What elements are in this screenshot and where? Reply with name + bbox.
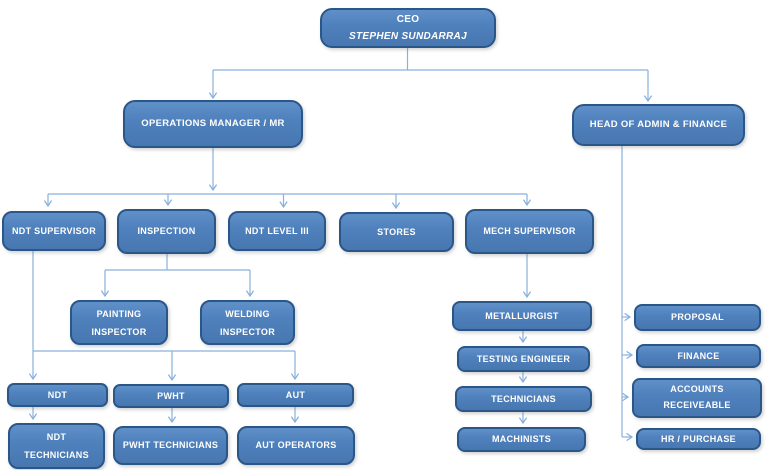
node-label: METALLURGIST	[485, 310, 559, 321]
node-label: PROPOSAL	[671, 312, 724, 323]
node-aut: AUT	[237, 383, 354, 407]
node-stores: STORES	[339, 212, 454, 252]
node-operations-manager: OPERATIONS MANAGER / MR	[123, 100, 303, 148]
node-label: PWHT	[157, 390, 185, 401]
node-aut-operators: AUT OPERATORS	[237, 426, 355, 465]
node-inspection: INSPECTION	[117, 209, 216, 254]
node-ndt-technicians: NDT TECHNICIANS	[8, 423, 105, 469]
node-label: WELDING INSPECTOR	[219, 308, 276, 337]
node-label: MECH SUPERVISOR	[483, 226, 576, 237]
node-label: NDT LEVEL III	[245, 225, 309, 236]
node-label: STORES	[377, 226, 416, 237]
node-label: ACCOUNTS RECEIVEABLE	[663, 384, 731, 410]
node-testing-engineer: TESTING ENGINEER	[457, 346, 590, 372]
node-label: FINANCE	[677, 350, 720, 361]
node-pwht-technicians: PWHT TECHNICIANS	[113, 426, 228, 465]
node-label: NDT TECHNICIANS	[24, 432, 89, 460]
node-ceo: CEO STEPHEN SUNDARRAJ	[320, 8, 496, 48]
node-label: HEAD OF ADMIN & FINANCE	[589, 119, 728, 131]
node-label: PAINTING INSPECTOR	[91, 308, 147, 337]
node-finance: FINANCE	[636, 344, 761, 368]
ceo-name: STEPHEN SUNDARRAJ	[349, 31, 467, 42]
node-ndt: NDT	[7, 383, 108, 407]
ceo-title: CEO	[396, 14, 420, 25]
node-painting-inspector: PAINTING INSPECTOR	[70, 300, 168, 345]
node-proposal: PROPOSAL	[634, 304, 761, 331]
node-accounts-receivable: ACCOUNTS RECEIVEABLE	[632, 378, 762, 418]
node-label: TECHNICIANS	[491, 393, 556, 404]
node-label: TESTING ENGINEER	[476, 353, 571, 364]
node-ndt-level-iii: NDT LEVEL III	[228, 211, 326, 251]
node-ndt-supervisor: NDT SUPERVISOR	[2, 211, 106, 251]
node-label: NDT SUPERVISOR	[11, 225, 97, 236]
node-head-admin-finance: HEAD OF ADMIN & FINANCE	[572, 104, 745, 146]
node-welding-inspector: WELDING INSPECTOR	[200, 300, 295, 345]
node-label: NDT	[47, 389, 68, 400]
node-machinists: MACHINISTS	[457, 427, 586, 452]
node-label: AUT OPERATORS	[255, 440, 337, 451]
node-label: OPERATIONS MANAGER / MR	[141, 118, 285, 130]
node-label: INSPECTION	[137, 226, 196, 237]
node-pwht: PWHT	[113, 384, 229, 408]
node-label: AUT	[285, 389, 306, 400]
node-label: HR / PURCHASE	[661, 433, 736, 444]
node-hr-purchase: HR / PURCHASE	[636, 428, 761, 450]
node-mech-supervisor: MECH SUPERVISOR	[465, 209, 594, 254]
node-metallurgist: METALLURGIST	[452, 301, 592, 331]
node-label: PWHT TECHNICIANS	[122, 440, 219, 451]
node-label: MACHINISTS	[492, 434, 551, 445]
node-technicians: TECHNICIANS	[455, 386, 592, 412]
